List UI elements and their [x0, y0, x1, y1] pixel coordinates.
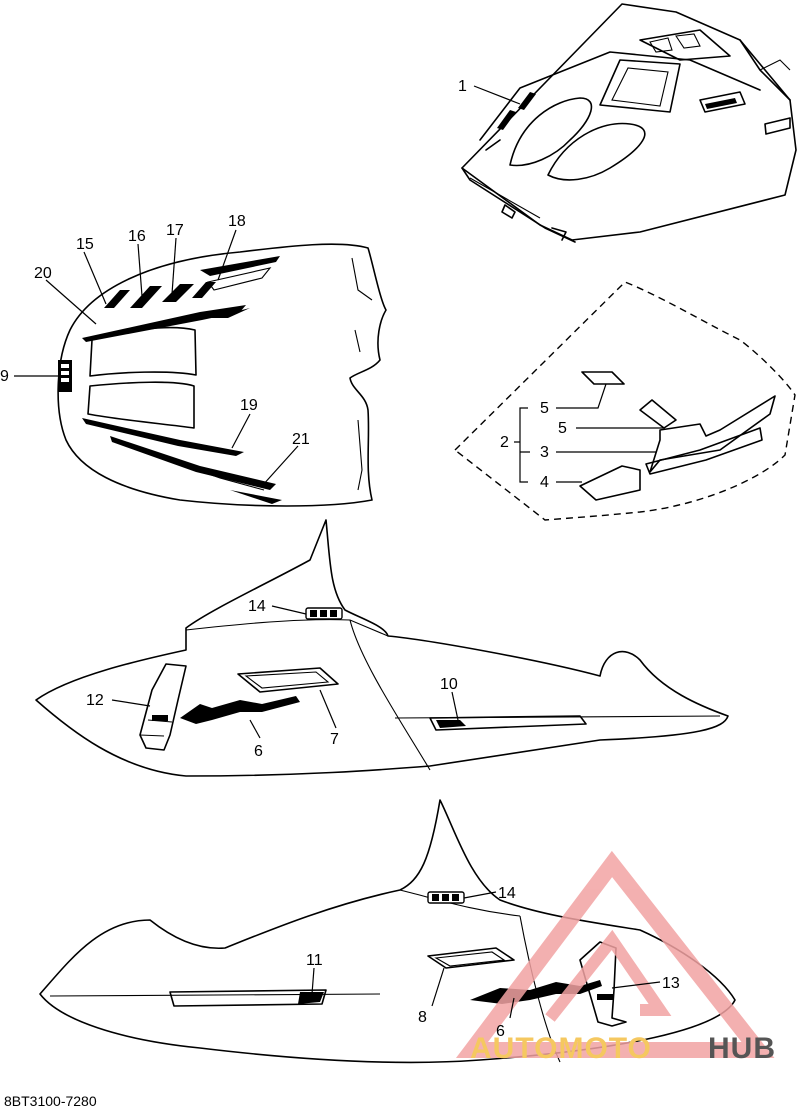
front-hood-decal-view	[57, 243, 387, 507]
callout-21: 21	[292, 431, 310, 448]
callout-numbers: 1 15 16 17 18 20 9 19 21 5 5 2 3 4 14 10…	[0, 78, 680, 1040]
diagram-code: 8BT3100-7280	[4, 1093, 97, 1109]
callout-6-left: 6	[254, 743, 263, 760]
callout-16: 16	[128, 228, 146, 245]
callout-10: 10	[440, 676, 458, 693]
callout-1: 1	[458, 78, 467, 95]
callout-14-right: 14	[498, 885, 516, 902]
watermark-right-text: HUB	[708, 1032, 776, 1065]
callout-12: 12	[86, 692, 104, 709]
watermark-left-text: AUTOMOTO	[470, 1032, 652, 1065]
callout-3: 3	[540, 444, 549, 461]
callout-6-right: 6	[496, 1023, 505, 1040]
callout-15: 15	[76, 236, 94, 253]
callout-18: 18	[228, 213, 246, 230]
inner-hood-panel	[453, 281, 796, 521]
leader-lines	[14, 85, 664, 1019]
callout-19: 19	[240, 397, 258, 414]
callout-5-top: 5	[540, 400, 549, 417]
callout-5-bottom: 5	[558, 420, 567, 437]
watermark-logo	[455, 850, 775, 1058]
callout-9: 9	[0, 368, 9, 385]
callout-20: 20	[34, 265, 52, 282]
callout-7: 7	[330, 731, 339, 748]
right-side-body-view	[39, 799, 736, 1064]
callout-8: 8	[418, 1009, 427, 1026]
callout-13: 13	[662, 975, 680, 992]
left-side-body-view	[35, 519, 729, 777]
callout-4: 4	[540, 474, 549, 491]
callout-17: 17	[166, 222, 184, 239]
callout-11: 11	[306, 952, 323, 969]
callout-14-left: 14	[248, 598, 266, 615]
callout-2: 2	[500, 434, 509, 451]
hood-assembly-part	[461, 3, 797, 243]
